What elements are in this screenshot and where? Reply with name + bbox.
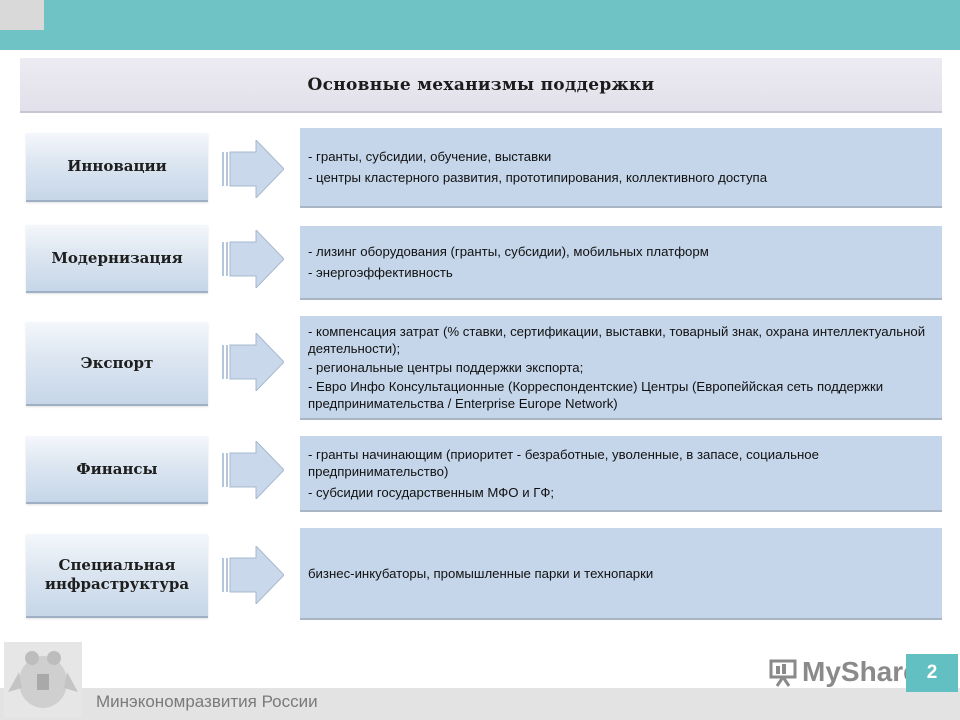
title-banner: Основные механизмы поддержки [20, 58, 942, 113]
slide-title: Основные механизмы поддержки [307, 74, 655, 95]
description-line: - региональные центры поддержки экспорта… [308, 359, 584, 375]
arrow-right-icon [222, 333, 284, 391]
description-line: - центры кластерного развития, прототипи… [308, 170, 768, 185]
description-line: - гранты начинающим (приоритет - безрабо… [308, 446, 819, 479]
top-bar-corner-block [0, 0, 44, 30]
description-line: - компенсация затрат (% ставки, сертифик… [308, 323, 926, 356]
description-innovations: - гранты, субсидии, обучение, выставки -… [300, 128, 942, 208]
state-emblem-icon [4, 642, 82, 718]
category-label: Специальная инфраструктура [44, 556, 190, 593]
description-line: - Евро Инфо Консультационные (Корреспонд… [308, 378, 884, 411]
presentation-board-icon [769, 659, 797, 687]
page-number: 2 [926, 662, 938, 683]
arrow-right-icon [222, 230, 284, 288]
category-finance: Финансы [26, 436, 208, 504]
description-line: - лизинг оборудования (гранты, субсидии)… [308, 244, 709, 259]
arrow-right-icon [222, 441, 284, 499]
top-bar [0, 0, 960, 50]
category-special-infrastructure: Специальная инфраструктура [26, 534, 208, 618]
category-export: Экспорт [26, 322, 208, 406]
category-label: Инновации [67, 157, 167, 175]
category-innovations: Инновации [26, 133, 208, 202]
description-line: - субсидии государственным МФО и ГФ; [308, 484, 555, 500]
description-special-infrastructure: бизнес-инкубаторы, промышленные парки и … [300, 528, 942, 620]
description-modernization: - лизинг оборудования (гранты, субсидии)… [300, 226, 942, 300]
description-line: бизнес-инкубаторы, промышленные парки и … [308, 565, 654, 581]
category-label: Финансы [76, 459, 158, 478]
description-finance: - гранты начинающим (приоритет - безрабо… [300, 436, 942, 512]
arrow-right-icon [222, 546, 284, 604]
ministry-name: Минэкономразвития России [96, 692, 318, 711]
category-modernization: Модернизация [26, 225, 208, 293]
page-number-badge: 2 [906, 654, 958, 692]
category-label: Модернизация [51, 248, 183, 267]
category-label: Экспорт [80, 353, 154, 372]
description-line: - гранты, субсидии, обучение, выставки [308, 149, 552, 164]
footer-bar [0, 688, 960, 720]
description-line: - энергоэффективность [308, 265, 453, 280]
arrow-right-icon [222, 140, 284, 198]
description-export: - компенсация затрат (% ставки, сертифик… [300, 316, 942, 420]
